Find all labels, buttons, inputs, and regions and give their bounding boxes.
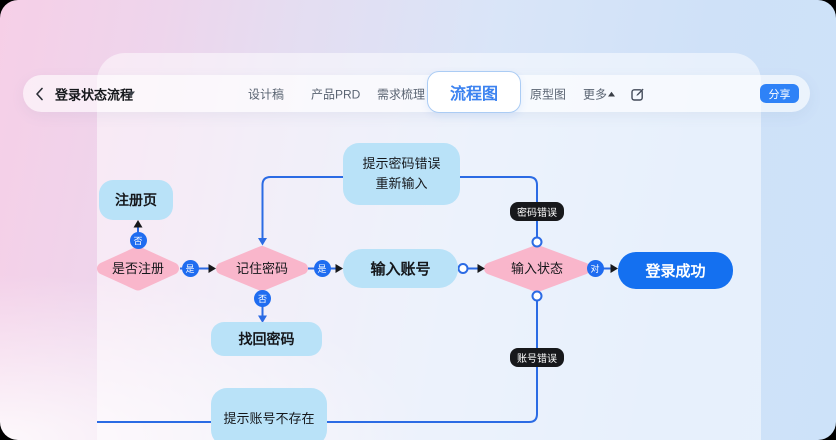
doc-title[interactable]: 登录状态流程 — [55, 87, 134, 102]
connector-account-error-loop — [97, 300, 538, 423]
decision-remember-password-label[interactable]: 记住密码 — [235, 260, 288, 276]
edit-icon — [631, 88, 644, 101]
node-hint-account-missing[interactable]: 提示账号不存在 — [211, 388, 327, 440]
back-button[interactable] — [35, 87, 44, 100]
triangle-up-icon — [608, 91, 615, 96]
badge-account-error[interactable]: 账号错误 — [510, 348, 564, 367]
badge-password-error[interactable]: 密码错误 — [510, 202, 564, 221]
port-status-bottom — [531, 290, 543, 302]
decision-shapes[interactable] — [97, 245, 590, 292]
tab-prototype[interactable]: 原型图 — [530, 87, 567, 101]
edge-label-no-2[interactable]: 否 — [254, 289, 271, 307]
port-account-out — [457, 263, 469, 274]
node-login-success[interactable]: 登录成功 — [618, 252, 733, 289]
edge-label-correct[interactable]: 对 — [586, 260, 604, 277]
decision-input-status-label[interactable]: 输入状态 — [510, 260, 563, 276]
hint-password-line1: 提示密码错误 — [362, 155, 441, 171]
edge-label-yes-2[interactable]: 是 — [313, 260, 331, 277]
tab-flowchart[interactable]: 流程图 — [427, 71, 521, 113]
arrowhead-right-account — [335, 264, 343, 273]
arrowhead-right-status — [477, 264, 485, 273]
tab-prd[interactable]: 产品PRD — [311, 87, 361, 101]
title-dropdown-button[interactable] — [127, 91, 135, 96]
node-enter-account[interactable]: 输入账号 — [343, 249, 458, 288]
more-caret-button[interactable] — [608, 91, 615, 96]
decision-input-status-shape[interactable] — [484, 245, 590, 292]
decision-remember-password-shape[interactable] — [216, 246, 308, 291]
decision-is-registered-label[interactable]: 是否注册 — [111, 260, 164, 276]
tab-design[interactable]: 设计稿 — [248, 87, 285, 101]
node-register-page[interactable]: 注册页 — [99, 180, 173, 220]
hint-password-line2: 重新输入 — [375, 176, 428, 191]
flowchart-canvas[interactable]: 注册页 提示密码错误 重新输入 输入账号 登录成功 找回密码 提示账号不存在 是… — [97, 53, 761, 440]
flowchart-connectors — [97, 176, 618, 423]
connector-ports — [457, 236, 543, 302]
chevron-down-icon — [127, 91, 135, 96]
arrowheads — [133, 220, 618, 323]
arrowhead-right-remember — [208, 264, 216, 273]
arrowhead-up-register — [133, 220, 143, 228]
arrowhead-down-retrieve — [258, 315, 267, 323]
arrowhead-down-remember — [258, 238, 267, 246]
edit-button[interactable] — [631, 87, 645, 101]
chevron-left-icon — [36, 87, 43, 100]
editor-window: 注册页 提示密码错误 重新输入 输入账号 登录成功 找回密码 提示账号不存在 是… — [97, 53, 761, 440]
decision-is-registered-shape[interactable] — [97, 246, 179, 291]
more-menu[interactable]: 更多 — [583, 87, 608, 101]
share-button[interactable]: 分享 — [760, 84, 799, 103]
tab-requirements[interactable]: 需求梳理 — [377, 87, 426, 101]
port-status-top — [531, 236, 543, 248]
edge-label-no-1[interactable]: 否 — [129, 231, 147, 249]
arrowhead-right-success — [610, 264, 618, 273]
toolbar: 登录状态流程 设计稿 产品PRD 需求梳理 流程图 原型图 更多 分享 — [23, 71, 810, 113]
edge-label-yes-1[interactable]: 是 — [181, 260, 199, 277]
node-hint-password-error-text: 提示密码错误 重新输入 — [362, 154, 440, 194]
node-hint-password-error[interactable]: 提示密码错误 重新输入 — [343, 143, 460, 205]
node-retrieve-password[interactable]: 找回密码 — [211, 322, 322, 356]
